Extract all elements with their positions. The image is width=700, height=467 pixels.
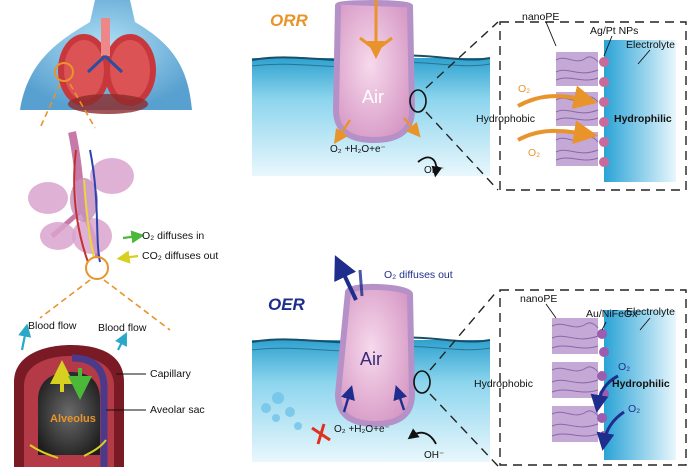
- oer-nanope-fibers: [551, 318, 599, 442]
- orr-hydrophobic-label: Hydrophobic: [476, 113, 535, 125]
- oer-air-label: Air: [360, 349, 382, 369]
- orr-scene: [251, 0, 491, 178]
- orr-zoom-guides: [425, 21, 499, 191]
- co2-out-arrow: [116, 250, 139, 264]
- bronchial-tree: [28, 131, 134, 263]
- oer-zoom-ring: [413, 370, 431, 394]
- alveolus-section: [14, 323, 127, 467]
- oer-nanope-leader: [545, 303, 557, 319]
- alveolus-zoom-circle: [85, 256, 109, 280]
- oer-o2-arrow-1: [590, 374, 619, 413]
- orr-nps-label: Ag/Pt NPs: [590, 25, 639, 37]
- oer-title: OER: [268, 295, 305, 314]
- oer-electrolyte-leader: [639, 317, 651, 331]
- oer-electrolyte: [604, 310, 676, 460]
- oer-catalyst-leader: [601, 321, 607, 331]
- co2-diffuses-out-label: CO₂ diffuses out: [142, 250, 219, 262]
- oer-o2-label-1: O₂: [618, 361, 631, 373]
- oer-reaction-label: O₂ +H₂O+e⁻: [334, 424, 390, 435]
- orr-nanope-fibers: [555, 52, 599, 166]
- oer-hydrophobic-label: Hydrophobic: [474, 378, 533, 390]
- oer-electrolyte-label: Electrolyte: [626, 306, 676, 318]
- oer-nanope-label: nanoPE: [520, 293, 558, 305]
- orr-o2-arrow-2: [517, 120, 598, 145]
- orr-o2-arrow-1: [517, 85, 598, 109]
- orr-reaction-label: O₂ +H₂O+e⁻: [330, 144, 386, 155]
- aveolar-sac-label: Aveolar sac: [150, 404, 205, 416]
- blood-flow-left-label: Blood flow: [28, 320, 77, 332]
- torso-illustration: [20, 0, 192, 114]
- orr-air-label: Air: [362, 87, 384, 107]
- zoom-guide-2: [39, 279, 171, 331]
- orr-nps-leader: [603, 35, 613, 57]
- oer-o2-arrow-2: [596, 410, 625, 451]
- o2-diffuses-in-label: O₂ diffuses in: [142, 230, 205, 242]
- capillary-label: Capillary: [150, 368, 191, 380]
- oer-hydrophilic-label: Hydrophilic: [612, 378, 670, 390]
- blood-flow-right-label: Blood flow: [98, 322, 147, 334]
- zoom-guide-1: [39, 83, 96, 129]
- orr-electrolyte: [604, 40, 676, 182]
- orr-nanope-leader: [545, 21, 557, 47]
- oer-product-label: OH⁻: [424, 450, 445, 461]
- orr-title: ORR: [270, 11, 308, 30]
- lung-zoom-circle: [54, 62, 74, 82]
- orr-product-label: OH⁻: [424, 165, 445, 176]
- oer-catalyst-label: Au/NiFeOx: [586, 308, 638, 320]
- orr-electrolyte-leader: [637, 49, 651, 65]
- oer-o2-label-2: O₂: [628, 403, 641, 415]
- orr-zoom-ring: [409, 89, 427, 113]
- o2-in-arrow: [122, 230, 145, 244]
- orr-nanoparticles: [599, 57, 609, 167]
- oer-o2-out-label: O₂ diffuses out: [384, 269, 453, 281]
- orr-o2-label-1: O₂: [518, 83, 531, 95]
- orr-hydrophilic-label: Hydrophilic: [614, 113, 672, 125]
- orr-o2-label-2: O₂: [528, 147, 541, 159]
- oer-zoom-guides: [429, 289, 499, 467]
- orr-nanope-label: nanoPE: [522, 11, 560, 23]
- alveolus-label: Alveolus: [50, 413, 96, 425]
- oer-scene: [251, 255, 491, 462]
- orr-electrolyte-label: Electrolyte: [626, 39, 676, 51]
